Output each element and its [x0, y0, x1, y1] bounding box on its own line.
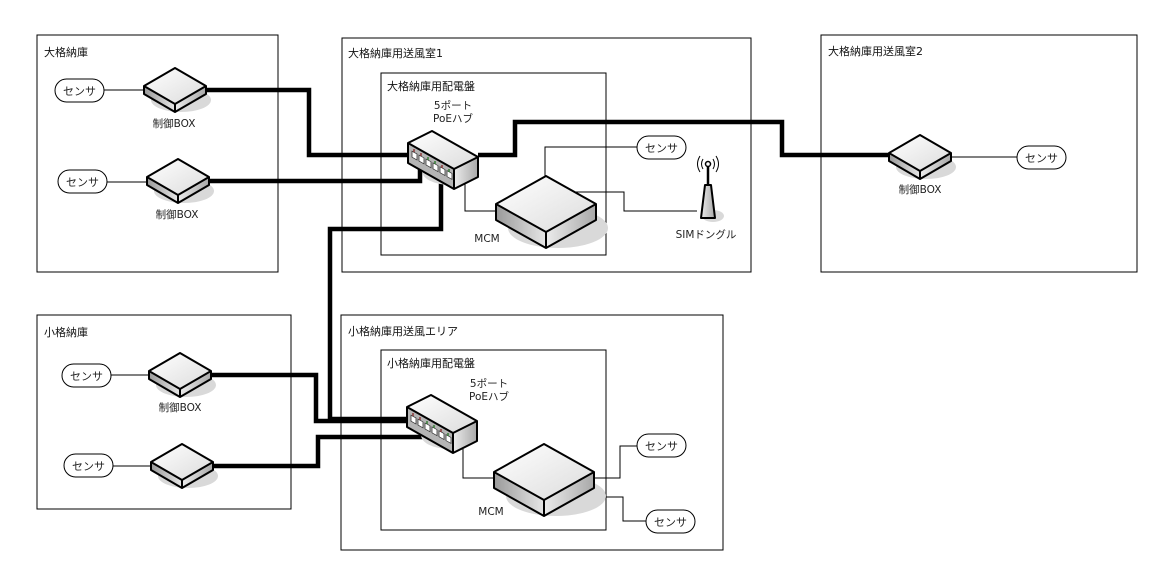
zone-small-storage: 小格納庫: [36, 314, 292, 510]
cable-hub1-ctrlbox-room2: [478, 119, 888, 158]
link-hub-mcm: [462, 449, 496, 479]
hub-label-line1: 5ポート: [470, 378, 508, 390]
sensor-label: センサ: [1025, 152, 1058, 165]
control-box-label: 制御BOX: [159, 401, 202, 414]
sensor-node[interactable]: センサ: [1016, 145, 1067, 170]
hub-label-line2: PoEハブ: [469, 390, 510, 403]
control-box-icon[interactable]: [150, 443, 219, 489]
link-mcm-sensor: [592, 445, 638, 479]
sensor-label: センサ: [70, 370, 103, 383]
mcm-icon[interactable]: [495, 175, 609, 249]
zone-small-blower-area: 小格納庫用送風エリア: [340, 314, 724, 551]
thin-links: [104, 89, 1017, 522]
zone-label: 小格納庫: [44, 325, 88, 339]
sensor-node[interactable]: センサ: [54, 78, 105, 103]
sim-dongle-icon[interactable]: [697, 155, 725, 222]
zone-large-panel: 大格納庫用配電盤: [380, 72, 607, 256]
control-box-icon[interactable]: [146, 158, 215, 204]
cable-ctrlbox2-hub1: [208, 165, 423, 184]
cable-ctrlbox1-hub1: [205, 87, 412, 158]
sensor-node[interactable]: センサ: [636, 135, 687, 160]
link-mcm-sensor: [544, 146, 637, 179]
sensor-node[interactable]: センサ: [57, 169, 108, 194]
cable-hub1-hub2: [327, 175, 444, 422]
link-mcm-sensor: [595, 496, 646, 522]
zone-large-storage: 大格納庫: [36, 34, 279, 273]
zone-label: 大格納庫: [44, 45, 88, 59]
control-box-label: 制御BOX: [153, 117, 196, 130]
poe-hub-icon[interactable]: [406, 394, 478, 454]
zone-label: 大格納庫用送風室1: [348, 46, 443, 60]
sensor-label: センサ: [72, 460, 105, 473]
sensor-node[interactable]: センサ: [636, 433, 687, 458]
control-box-label: 制御BOX: [156, 208, 199, 221]
mcm-icon[interactable]: [493, 443, 607, 517]
sensor-node[interactable]: センサ: [61, 363, 112, 388]
zone-label: 大格納庫用送風室2: [828, 44, 923, 58]
sensor-node[interactable]: センサ: [63, 453, 114, 478]
control-box-icon[interactable]: [143, 67, 212, 113]
zone-small-panel: 小格納庫用配電盤: [380, 349, 607, 531]
sensor-label: センサ: [645, 440, 678, 453]
zone-label: 大格納庫用配電盤: [387, 79, 475, 93]
link-hub-mcm: [464, 180, 498, 212]
cable-ctrlbox3-hub2: [211, 372, 410, 424]
sensor-node[interactable]: センサ: [645, 509, 696, 534]
hub-label-line2: PoEハブ: [433, 112, 474, 125]
control-box-icon[interactable]: [148, 352, 217, 398]
poe-cables: [205, 87, 888, 469]
sensor-label: センサ: [645, 142, 678, 155]
mcm-label: MCM: [474, 233, 499, 245]
control-box-icon[interactable]: [888, 134, 957, 180]
zone-label: 小格納庫用配電盤: [387, 356, 475, 370]
control-box-label: 制御BOX: [899, 183, 942, 196]
sensor-label: センサ: [654, 516, 687, 529]
link-mcm-dongle: [573, 191, 697, 212]
sensor-label: センサ: [63, 85, 96, 98]
mcm-label: MCM: [478, 506, 503, 518]
zone-label: 小格納庫用送風エリア: [348, 324, 458, 338]
hub-label-line1: 5ポート: [434, 100, 472, 112]
sensor-label: センサ: [66, 176, 99, 189]
sim-dongle-label: SIMドングル: [676, 228, 737, 241]
cable-ctrlbox4-hub2: [213, 434, 430, 469]
